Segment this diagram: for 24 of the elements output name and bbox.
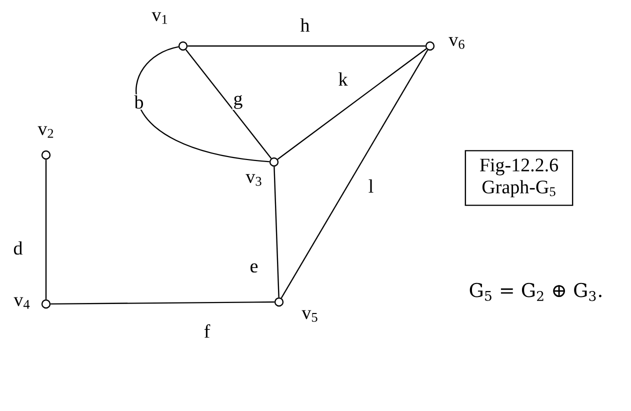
edge-label: b [133,94,145,110]
edge-label: d [12,240,24,256]
edge [136,46,270,162]
edge [185,49,272,159]
vertex-label: v$_{3}$ [246,174,262,186]
edge-label: e [248,262,260,274]
edge-label: k [337,71,349,87]
edge [277,48,427,160]
caption-box: Fig-12.2.6 Graph-G$_{5}$ [464,150,574,206]
vertex-label: v$_{6}$ [448,37,464,49]
edge-label: g [232,94,244,110]
edge [188,45,426,47]
edge [50,301,274,305]
vertex-label: v$_{1}$ [152,12,168,24]
edge-label: h [299,17,311,33]
edge-label: l [367,178,375,194]
edge [280,50,428,298]
edge [274,166,280,298]
vertex-label: v$_{4}$ [14,297,30,309]
vertex-label: v$_{5}$ [302,310,318,322]
vertex-label: v$_{2}$ [38,126,54,138]
edge [45,160,47,300]
formula: G$_{5}$ = G$_{2}$ ⊕ G$_{3}$. [470,282,602,302]
edge-label: f [202,323,212,339]
